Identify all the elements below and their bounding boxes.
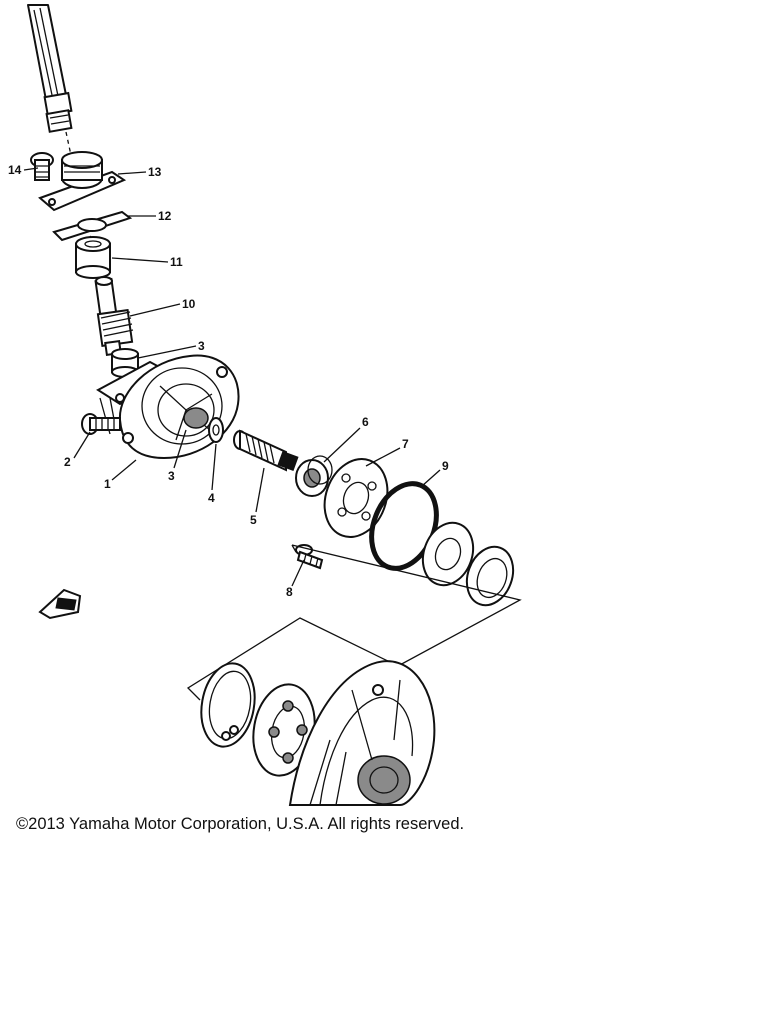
callout-5: 5 [250, 513, 257, 527]
callout-4: 4 [208, 491, 215, 505]
wheel-hub-assembly [200, 660, 436, 806]
part-6-collar [295, 455, 333, 497]
callout-labels: 14 13 12 11 10 3 2 1 3 4 5 6 7 9 8 [8, 163, 449, 599]
reference-tag-icon [38, 588, 82, 620]
part-11-bushing [75, 236, 111, 279]
callout-9: 9 [442, 459, 449, 473]
callout-leaders [23, 167, 441, 587]
callout-3-lower: 3 [168, 469, 175, 483]
callout-1: 1 [104, 477, 111, 491]
part-4-washer [208, 417, 224, 443]
part-10-driven-gear [94, 276, 134, 357]
callout-2: 2 [64, 455, 71, 469]
speedometer-cable [27, 4, 73, 133]
callout-14: 14 [8, 163, 22, 177]
callout-11: 11 [170, 255, 183, 269]
copyright-notice: ©2013 Yamaha Motor Corporation, U.S.A. A… [16, 815, 465, 833]
callout-8: 8 [286, 585, 293, 599]
callout-6: 6 [362, 415, 369, 429]
exploded-parts-diagram: 14 13 12 11 10 3 2 1 3 4 5 6 7 9 8 [8, 4, 522, 806]
part-13-joint-bracket [38, 151, 127, 212]
part-14-bolt [30, 152, 54, 181]
part-7-drive-plate [323, 458, 389, 538]
part-2-bolt [81, 413, 121, 435]
part-12-gasket [52, 210, 133, 242]
callout-10: 10 [182, 297, 196, 311]
callout-7: 7 [402, 437, 409, 451]
callout-3-upper: 3 [198, 339, 205, 353]
callout-13: 13 [148, 165, 162, 179]
part-5-drive-gear [233, 429, 299, 472]
callout-12: 12 [158, 209, 172, 223]
part-8-screw [295, 544, 324, 570]
bearing-seal [421, 521, 515, 607]
